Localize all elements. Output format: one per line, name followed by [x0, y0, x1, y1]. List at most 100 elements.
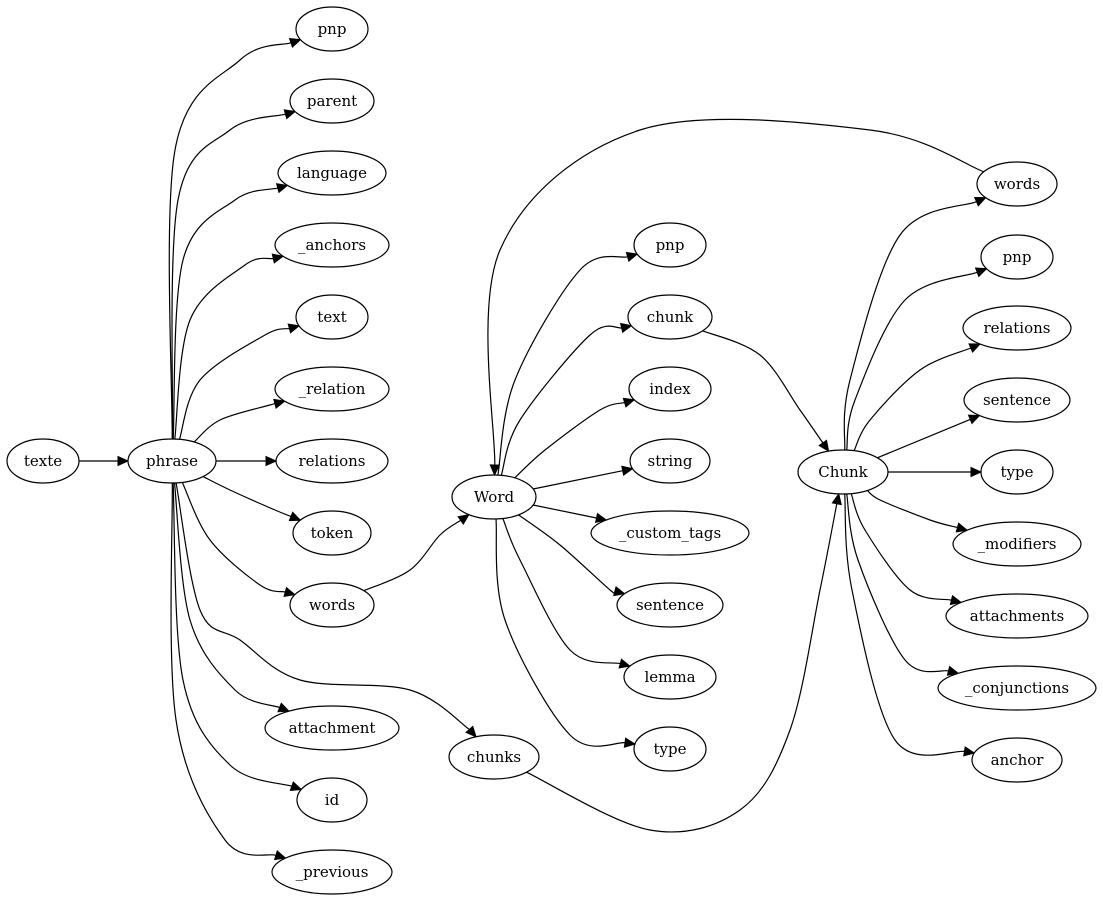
node-shape [633, 726, 707, 772]
node-p-parent: parent [289, 78, 375, 124]
node-label: id [325, 791, 340, 809]
node-p-language: language [277, 150, 387, 196]
edge-line [532, 470, 623, 490]
node-label: Word [474, 488, 515, 506]
arrowhead [283, 109, 297, 120]
node-word: Word [451, 474, 537, 520]
arrowhead [613, 585, 626, 597]
arrowhead [818, 439, 830, 453]
node-c-sentence: sentence [963, 377, 1071, 423]
node-label: type [1001, 463, 1034, 481]
edge-line [202, 476, 292, 518]
arrowhead [283, 586, 297, 597]
arrowhead [271, 253, 285, 264]
node-p-previous: _previous [271, 849, 393, 895]
edge-line [173, 482, 280, 709]
edge-line [844, 493, 965, 756]
edge-line [526, 503, 838, 833]
arrowhead [289, 781, 303, 792]
node-shape [289, 78, 375, 124]
arrowhead [967, 414, 981, 425]
node-shape [448, 734, 540, 780]
edge-line [175, 482, 475, 734]
node-label: parent [307, 92, 357, 110]
edge-phrase-to-p_words [181, 482, 297, 597]
edge-line [850, 493, 952, 601]
node-shape [963, 377, 1071, 423]
node-label: _conjunctions [965, 679, 1069, 697]
arrowhead [457, 513, 470, 526]
node-shape [274, 222, 390, 268]
node-label: language [297, 164, 367, 182]
node-p-words: words [289, 582, 375, 628]
arrowhead [625, 251, 639, 262]
node-shape [797, 449, 889, 495]
edge-phrase-to-p_parent [171, 109, 297, 440]
node-shape [628, 366, 712, 412]
edge-Chunk-to-c_words [843, 197, 987, 451]
node-label: pnp [656, 236, 685, 254]
edge-Word-to-w_lemma [502, 518, 632, 669]
node-shape [952, 521, 1082, 567]
node-label: chunk [647, 308, 694, 326]
node-shape [275, 438, 389, 484]
edge-Chunk-to-c_relations [853, 343, 982, 451]
node-label: chunks [467, 748, 521, 766]
node-shape [451, 474, 537, 520]
arrowhead [273, 850, 287, 861]
arrowhead [489, 464, 501, 477]
arrowhead [622, 397, 636, 408]
edge-c_words-to-Word [487, 118, 984, 477]
node-label: phrase [146, 452, 198, 470]
edge-w_chunk-to-Chunk [702, 330, 830, 453]
node-c-type: type [980, 449, 1054, 495]
node-p-chunks: chunks [448, 734, 540, 780]
edge-Chunk-to-c_conjunctions [846, 493, 960, 676]
edge-Chunk-to-c_modifiers [866, 490, 969, 533]
arrowhead [970, 466, 983, 478]
node-p-attachment: attachment [264, 705, 400, 751]
edge-line [846, 493, 949, 673]
edge-phrase-to-p_chunks [175, 482, 477, 738]
node-shape [945, 593, 1089, 639]
node-chunk: Chunk [797, 449, 889, 495]
arrowhead [277, 702, 291, 713]
node-shape [295, 6, 369, 52]
edge-Word-to-w_type [495, 518, 637, 748]
arrowhead [946, 665, 960, 676]
node-label: attachment [289, 719, 376, 737]
node-label: text [317, 308, 346, 326]
arrowhead [973, 197, 987, 207]
node-p-relations: relations [275, 438, 389, 484]
node-c-pnp: pnp [980, 234, 1054, 280]
node-c-words: words [976, 161, 1058, 207]
node-w-string: string [629, 438, 711, 484]
arrowhead [288, 511, 302, 522]
edge-line [363, 519, 462, 592]
node-p-text: text [295, 294, 369, 340]
node-label: words [309, 596, 355, 614]
node-shape [629, 438, 711, 484]
edge-line [172, 187, 278, 440]
arrowhead [594, 512, 608, 524]
edge-p_chunks-to-Chunk [526, 492, 842, 833]
node-shape [971, 737, 1063, 783]
arrowhead [273, 398, 286, 409]
arrowhead [465, 725, 477, 738]
edge-line [502, 518, 621, 665]
node-p-anchors: _anchors [274, 222, 390, 268]
edge-line [172, 482, 292, 787]
node-shape [616, 582, 724, 628]
edge-Chunk-to-c_pnp [846, 267, 988, 451]
node-shape [292, 510, 372, 556]
arrowhead [623, 737, 637, 748]
arrowhead [288, 37, 302, 48]
node-label: index [649, 380, 691, 398]
arrowhead [968, 343, 982, 354]
arrowhead [955, 522, 969, 533]
node-label: words [994, 175, 1040, 193]
node-phrase: phrase [127, 438, 217, 484]
arrowhead [620, 322, 633, 334]
arrowhead [275, 183, 289, 194]
node-w-lemma: lemma [623, 654, 717, 700]
